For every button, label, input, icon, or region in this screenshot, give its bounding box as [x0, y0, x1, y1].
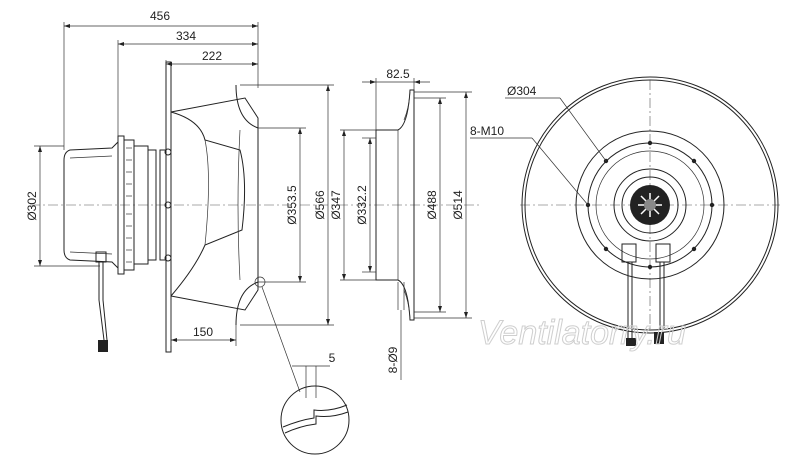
watermark: Ventilatorry.ru	[478, 314, 686, 352]
dim-flange-to-inlet: 222	[202, 49, 222, 63]
inlet-ring-dimensions	[340, 78, 472, 380]
dim-impeller-diameter: Ø566	[313, 190, 327, 220]
detail-view	[280, 385, 350, 455]
dim-motor-diameter: Ø302	[25, 191, 39, 221]
side-view	[30, 61, 340, 353]
dim-base-length: 150	[193, 325, 213, 339]
dimension-labels: 456 334 222 Ø302 Ø353.5 Ø566 150 5 82.5 …	[25, 9, 537, 373]
dim-mounting-holes: 8-Ø9	[386, 346, 400, 373]
side-view-dimensions	[34, 22, 334, 398]
dim-ring-outer-diameter: Ø347	[329, 190, 343, 220]
dim-ring-throat-diameter: Ø332.2	[355, 185, 369, 225]
dim-bolt-circle: Ø304	[507, 84, 537, 98]
dim-ring-depth: 82.5	[386, 67, 410, 81]
front-view	[520, 76, 780, 346]
dim-inlet-diameter: Ø353.5	[285, 185, 299, 225]
dim-flange-inner-diameter: Ø488	[425, 190, 439, 220]
front-view-dimensions	[470, 97, 607, 206]
dim-thread: 8-M10	[470, 124, 504, 138]
dim-gap: 5	[329, 351, 336, 365]
dim-overall-length: 456	[150, 9, 170, 23]
inlet-ring-view	[338, 89, 480, 321]
dim-impeller-length: 334	[176, 29, 196, 43]
dim-flange-outer-diameter: Ø514	[451, 190, 465, 220]
